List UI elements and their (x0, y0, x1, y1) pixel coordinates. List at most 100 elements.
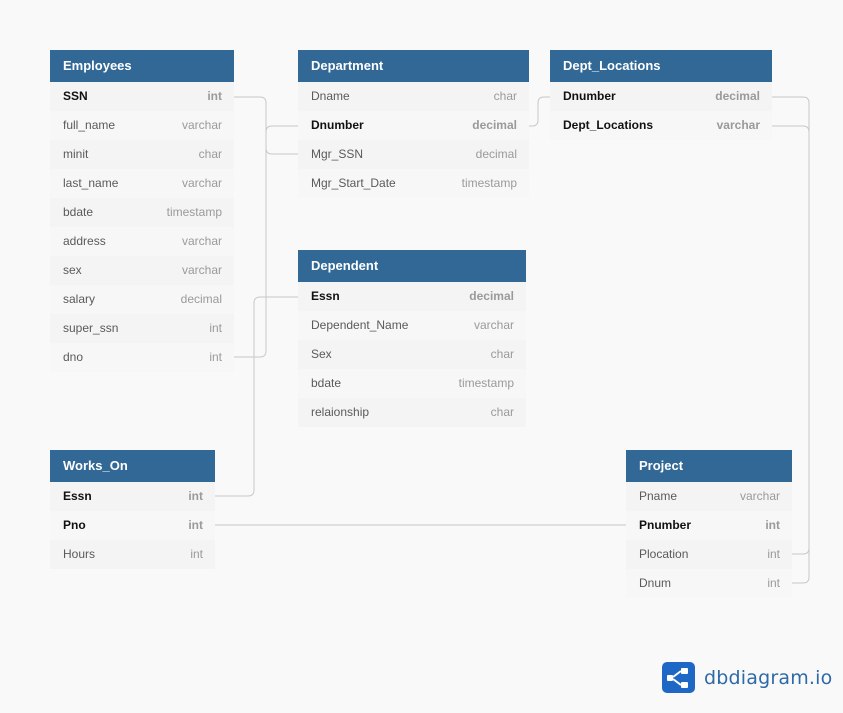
column-row[interactable]: dno int (50, 343, 234, 372)
column-name: relaionship (311, 405, 370, 419)
column-name: minit (63, 147, 89, 161)
column-name: Dname (311, 89, 350, 103)
dbdiagram-logo[interactable]: dbdiagram.io (662, 662, 832, 693)
column-name: Hours (63, 547, 96, 561)
relation-dept-locations-location-project-plocation (772, 125, 810, 555)
column-type: varchar (181, 263, 222, 277)
column-name: Dnumber (311, 118, 364, 132)
column-name: last_name (63, 176, 119, 190)
column-type: decimal (472, 118, 517, 132)
column-type: varchar (739, 489, 780, 503)
column-name: Sex (311, 347, 332, 361)
column-type: varchar (473, 318, 514, 332)
column-name: salary (63, 292, 96, 306)
column-row[interactable]: full_name varchar (50, 111, 234, 140)
column-type: int (188, 518, 203, 532)
column-row[interactable]: Dependent_Name varchar (298, 311, 526, 340)
column-row[interactable]: relaionship char (298, 398, 526, 427)
column-row[interactable]: Hours int (50, 540, 215, 569)
relation-employees-dno-department-dnumber (234, 125, 298, 358)
column-row[interactable]: Pno int (50, 511, 215, 540)
column-name: Pno (63, 518, 86, 532)
column-row[interactable]: address varchar (50, 227, 234, 256)
column-row[interactable]: Sex char (298, 340, 526, 369)
table-header[interactable]: Department (298, 50, 529, 82)
column-type: decimal (475, 147, 517, 161)
column-type: varchar (181, 118, 222, 132)
table-header[interactable]: Works_On (50, 450, 215, 482)
column-row[interactable]: super_ssn int (50, 314, 234, 343)
column-name: Dnum (639, 576, 672, 590)
column-name: bdate (63, 205, 94, 219)
column-name: Essn (63, 489, 92, 503)
column-row[interactable]: minit char (50, 140, 234, 169)
relation-department-dnumber-dept-locations-dnumber (529, 96, 550, 127)
column-name: Dept_Locations (563, 118, 654, 132)
column-type: decimal (180, 292, 222, 306)
column-type: varchar (181, 176, 222, 190)
column-name: address (63, 234, 106, 248)
column-name: Pname (639, 489, 678, 503)
column-type: int (767, 547, 780, 561)
column-row[interactable]: last_name varchar (50, 169, 234, 198)
column-row[interactable]: Dname char (298, 82, 529, 111)
column-type: decimal (469, 289, 514, 303)
column-type: int (209, 321, 222, 335)
column-row[interactable]: Mgr_SSN decimal (298, 140, 529, 169)
column-row[interactable]: Essn decimal (298, 282, 526, 311)
brand-name: dbdiagram.io (704, 666, 833, 689)
column-type: char (198, 147, 222, 161)
column-type: char (490, 405, 514, 419)
column-name: Mgr_SSN (311, 147, 364, 161)
column-name: full_name (63, 118, 116, 132)
column-type: char (493, 89, 517, 103)
column-type: varchar (181, 234, 222, 248)
column-row[interactable]: Essn int (50, 482, 215, 511)
column-type: int (209, 350, 222, 364)
column-type: timestamp (461, 176, 517, 190)
column-name: Pnumber (639, 518, 692, 532)
column-row[interactable]: Plocation int (626, 540, 792, 569)
column-name: super_ssn (63, 321, 119, 335)
relation-employees-ssn-department-mgr-ssn (234, 96, 298, 155)
column-type: int (190, 547, 203, 561)
table-header[interactable]: Dept_Locations (550, 50, 772, 82)
column-type: int (188, 489, 203, 503)
column-type: timestamp (458, 376, 514, 390)
column-type: char (490, 347, 514, 361)
column-row[interactable]: Pname varchar (626, 482, 792, 511)
relation-works-on-essn-dependent-essn (215, 296, 298, 497)
column-name: dno (63, 350, 84, 364)
column-name: Essn (311, 289, 340, 303)
table-header[interactable]: Dependent (298, 250, 526, 282)
column-name: Dependent_Name (311, 318, 409, 332)
column-row[interactable]: Dnumber decimal (550, 82, 772, 111)
column-name: Dnumber (563, 89, 616, 103)
column-name: sex (63, 263, 82, 277)
column-name: SSN (63, 89, 88, 103)
column-name: Plocation (639, 547, 689, 561)
table-header[interactable]: Project (626, 450, 792, 482)
column-row[interactable]: salary decimal (50, 285, 234, 314)
column-type: decimal (715, 89, 760, 103)
table-header[interactable]: Employees (50, 50, 234, 82)
column-row[interactable]: Dnumber decimal (298, 111, 529, 140)
column-row[interactable]: sex varchar (50, 256, 234, 285)
